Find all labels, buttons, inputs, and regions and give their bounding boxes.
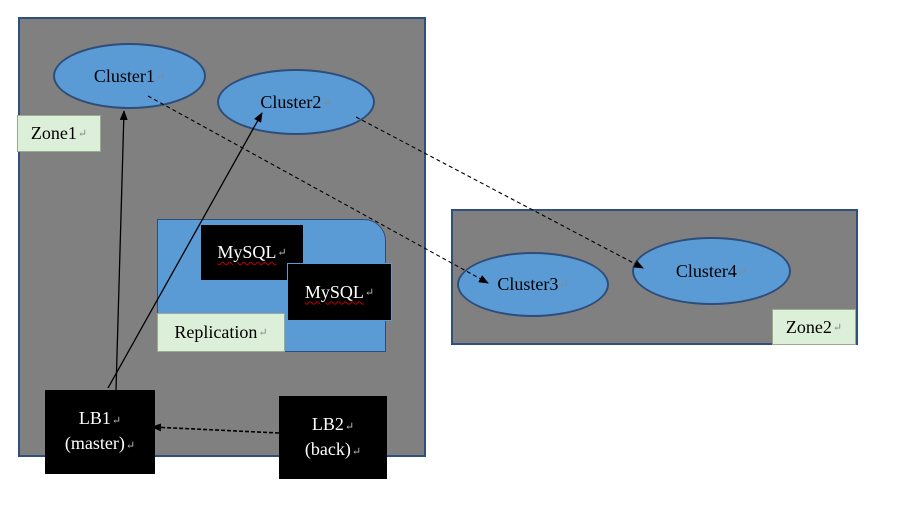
mysql-secondary-node: MySQL↵ — [287, 263, 392, 321]
zone1-label: Zone1 — [30, 123, 77, 143]
paragraph-mark: ↵ — [111, 415, 122, 427]
cluster1-node: Cluster1↵ — [53, 43, 206, 109]
cluster3-label: Cluster3 — [497, 274, 559, 294]
cluster2-label: Cluster2 — [260, 91, 322, 112]
paragraph-mark: ↵ — [77, 128, 88, 140]
cluster3-node: Cluster3↵ — [457, 252, 609, 317]
lb1-node: LB1↵ (master)↵ — [45, 390, 155, 474]
zone2-label-box: Zone2↵ — [772, 309, 856, 345]
paragraph-mark: ↵ — [351, 445, 362, 458]
lb2-role: (back) — [304, 438, 351, 459]
paragraph-mark: ↵ — [125, 440, 136, 452]
paragraph-mark: ↵ — [832, 321, 843, 334]
lb2-name: LB2 — [311, 413, 344, 434]
lb1-name: LB1 — [78, 408, 111, 428]
mysql-primary-label: MySQL — [217, 242, 277, 262]
zone2-label: Zone2 — [785, 316, 832, 337]
paragraph-mark: ↵ — [322, 96, 332, 109]
zone1-label-box: Zone1↵ — [17, 115, 101, 152]
replication-label: Replication — [174, 322, 258, 342]
lb1-role: (master) — [64, 433, 125, 453]
mysql-secondary-label: MySQL — [304, 281, 364, 302]
paragraph-mark: ↵ — [737, 265, 748, 278]
paragraph-mark: ↵ — [559, 279, 569, 291]
cluster2-node: Cluster2↵ — [217, 69, 375, 135]
paragraph-mark: ↵ — [155, 70, 166, 83]
paragraph-mark: ↵ — [277, 247, 287, 259]
lb2-node: LB2↵ (back)↵ — [279, 396, 387, 479]
replication-label-box: Replication↵ — [157, 313, 285, 352]
paragraph-mark: ↵ — [258, 327, 268, 339]
cluster1-label: Cluster1 — [93, 65, 155, 86]
cluster4-label: Cluster4 — [675, 260, 737, 281]
cluster4-node: Cluster4↵ — [632, 237, 791, 305]
paragraph-mark: ↵ — [344, 420, 355, 433]
paragraph-mark: ↵ — [364, 286, 375, 299]
